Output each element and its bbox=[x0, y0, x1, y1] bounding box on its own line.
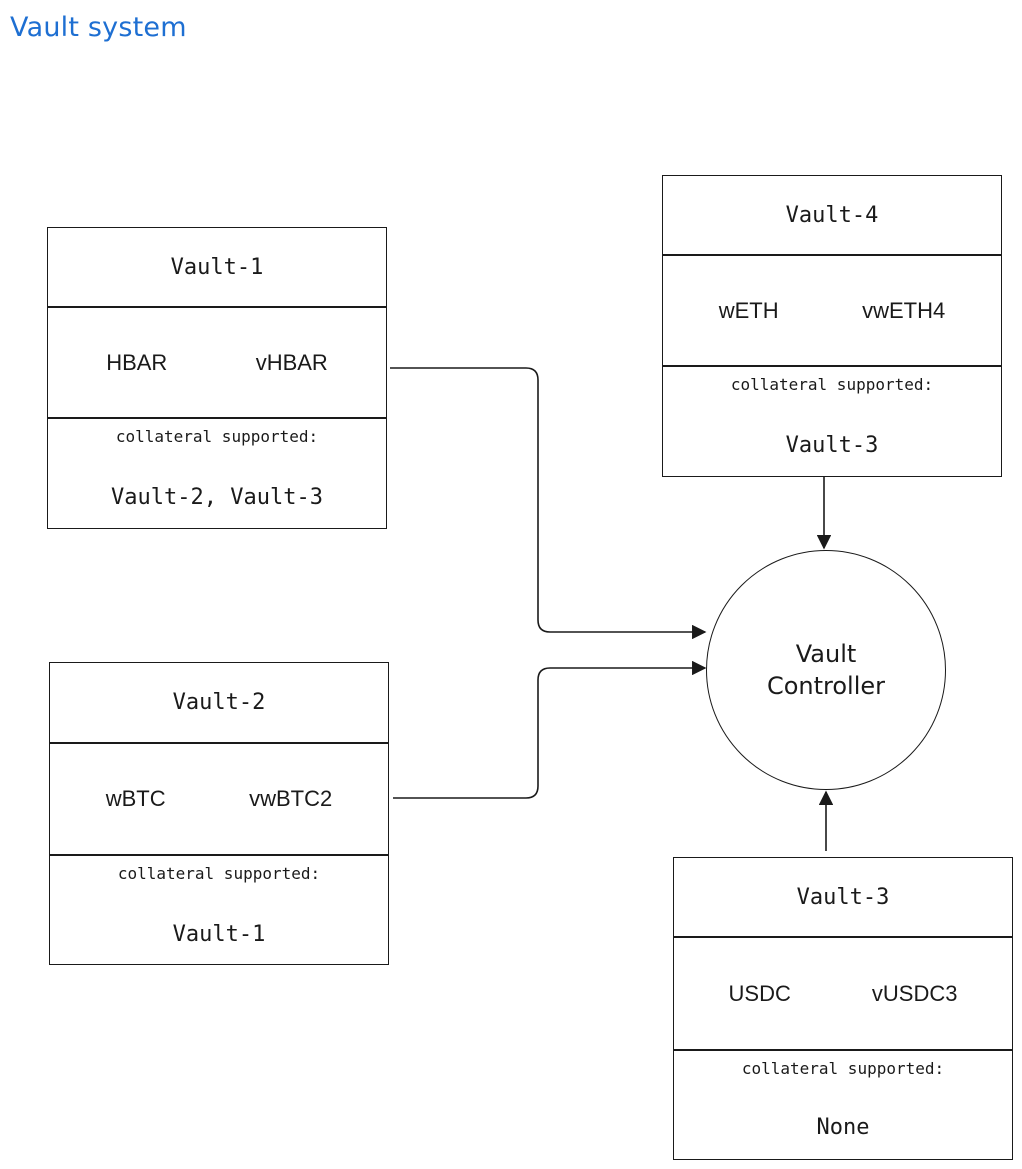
vault-2-asset: wBTC bbox=[105, 786, 166, 811]
arrow-vault-2-to-controller bbox=[393, 660, 707, 799]
vault-3-collateral-value: None bbox=[816, 1115, 870, 1140]
vault-4-vtoken: vwETH4 bbox=[862, 297, 946, 323]
controller-label-line1: Vault bbox=[795, 640, 857, 668]
vault-2-box: Vault-2 wBTC vwBTC2 collateral supported… bbox=[49, 662, 389, 965]
vault-4-asset: wETH bbox=[718, 297, 779, 323]
vault-1-collateral: collateral supported: Vault-2, Vault-3 bbox=[48, 419, 386, 530]
vault-1-asset: HBAR bbox=[106, 349, 168, 375]
vault-4-collateral-label: collateral supported: bbox=[730, 375, 934, 394]
vault-1-name: Vault-1 bbox=[48, 228, 386, 308]
vault-1-box: Vault-1 HBAR vHBAR collateral supported:… bbox=[47, 227, 387, 529]
vault-3-tokens: USDC vUSDC3 bbox=[674, 938, 1012, 1051]
vault-3-asset: USDC bbox=[728, 980, 791, 1006]
controller-label-line2: Controller bbox=[766, 672, 886, 700]
vault-4-collateral: collateral supported: Vault-3 bbox=[663, 367, 1001, 478]
vault-3-collateral-label: collateral supported: bbox=[741, 1059, 945, 1078]
vault-controller-circle: Vault Controller bbox=[706, 550, 946, 790]
vault-4-collateral-value: Vault-3 bbox=[785, 433, 879, 458]
vault-1-collateral-value: Vault-2, Vault-3 bbox=[111, 485, 323, 510]
vault-3-box: Vault-3 USDC vUSDC3 collateral supported… bbox=[673, 857, 1013, 1160]
vault-2-collateral-value: Vault-1 bbox=[172, 922, 266, 947]
vault-2-collateral-label: collateral supported: bbox=[117, 864, 321, 883]
diagram-title: Vault system bbox=[10, 12, 187, 43]
arrow-vault-1-to-controller bbox=[390, 367, 707, 640]
vault-2-collateral: collateral supported: Vault-1 bbox=[50, 856, 388, 966]
vault-2-name: Vault-2 bbox=[50, 663, 388, 744]
vault-2-vtoken: vwBTC2 bbox=[249, 786, 333, 811]
vault-3-collateral: collateral supported: None bbox=[674, 1051, 1012, 1161]
vault-4-box: Vault-4 wETH vwETH4 collateral supported… bbox=[662, 175, 1002, 477]
vault-1-vtoken: vHBAR bbox=[255, 349, 328, 375]
vault-3-name: Vault-3 bbox=[674, 858, 1012, 938]
vault-1-collateral-label: collateral supported: bbox=[115, 427, 319, 446]
vault-2-tokens: wBTC vwBTC2 bbox=[50, 744, 388, 856]
vault-4-tokens: wETH vwETH4 bbox=[663, 256, 1001, 367]
vault-3-vtoken: vUSDC3 bbox=[871, 980, 958, 1006]
vault-1-tokens: HBAR vHBAR bbox=[48, 308, 386, 419]
vault-4-name: Vault-4 bbox=[663, 176, 1001, 256]
